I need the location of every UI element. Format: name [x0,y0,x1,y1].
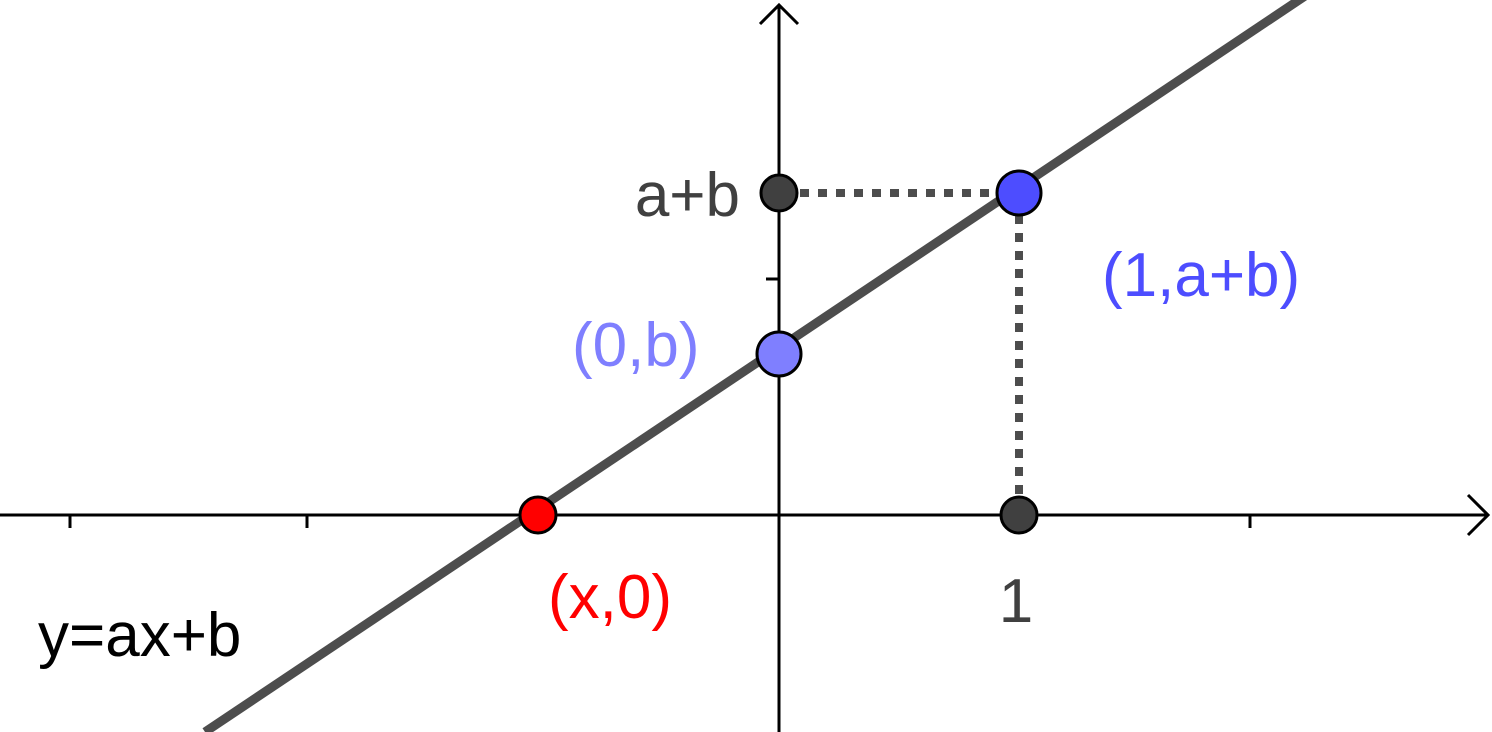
point-root-label: (x,0) [548,563,672,632]
point-one-label: (1,a+b) [1102,241,1300,310]
point-one-a-plus-b [995,169,1043,217]
x-axis-value-label: 1 [999,567,1033,636]
x-axis-arrow-icon [1466,493,1491,537]
y-axis-arrow-icon [758,2,800,26]
point-intercept-label: (0,b) [572,311,699,380]
y-axis-value-label: a+b [635,161,740,230]
point-x-zero [518,495,558,535]
point-x-axis-one [999,495,1039,535]
point-zero-b [755,330,803,378]
x-axis [0,493,1491,537]
equation-label: y=ax+b [38,601,241,670]
function-line [202,0,1308,732]
point-y-axis-a-plus-b [759,173,799,213]
